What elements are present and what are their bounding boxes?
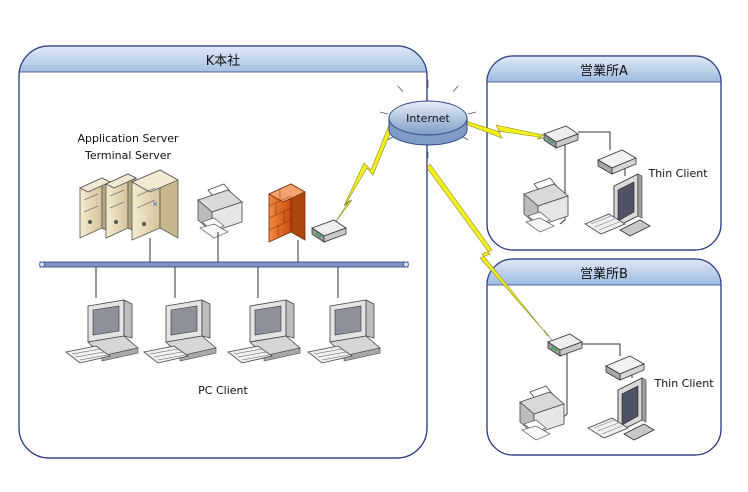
branch-a-thin-client-label: Thin Client bbox=[647, 167, 708, 180]
pc-client-label: PC Client bbox=[198, 384, 248, 397]
server-label-1: Application Server bbox=[77, 132, 179, 145]
wan-link-branch-a bbox=[465, 120, 546, 140]
internet-cloud: Internet bbox=[379, 80, 477, 158]
branch-b-thin-client-label: Thin Client bbox=[653, 377, 714, 390]
server-2 bbox=[105, 173, 137, 239]
hq-title: K本社 bbox=[206, 53, 241, 69]
wan-link-hq bbox=[333, 119, 395, 225]
internet-label: Internet bbox=[406, 112, 450, 125]
server-label-2: Terminal Server bbox=[84, 149, 172, 162]
wan-link-branch-b bbox=[426, 163, 553, 341]
server-1 bbox=[79, 177, 111, 239]
hq-cables bbox=[95, 232, 339, 298]
lan-backbone bbox=[39, 261, 409, 268]
firewall bbox=[268, 183, 306, 243]
branch-a-title: 営業所A bbox=[580, 63, 628, 79]
svg-text:×: × bbox=[152, 200, 158, 208]
branch-b-title: 営業所B bbox=[580, 266, 628, 282]
server-group: × bbox=[79, 169, 179, 241]
server-3: × bbox=[131, 169, 179, 241]
